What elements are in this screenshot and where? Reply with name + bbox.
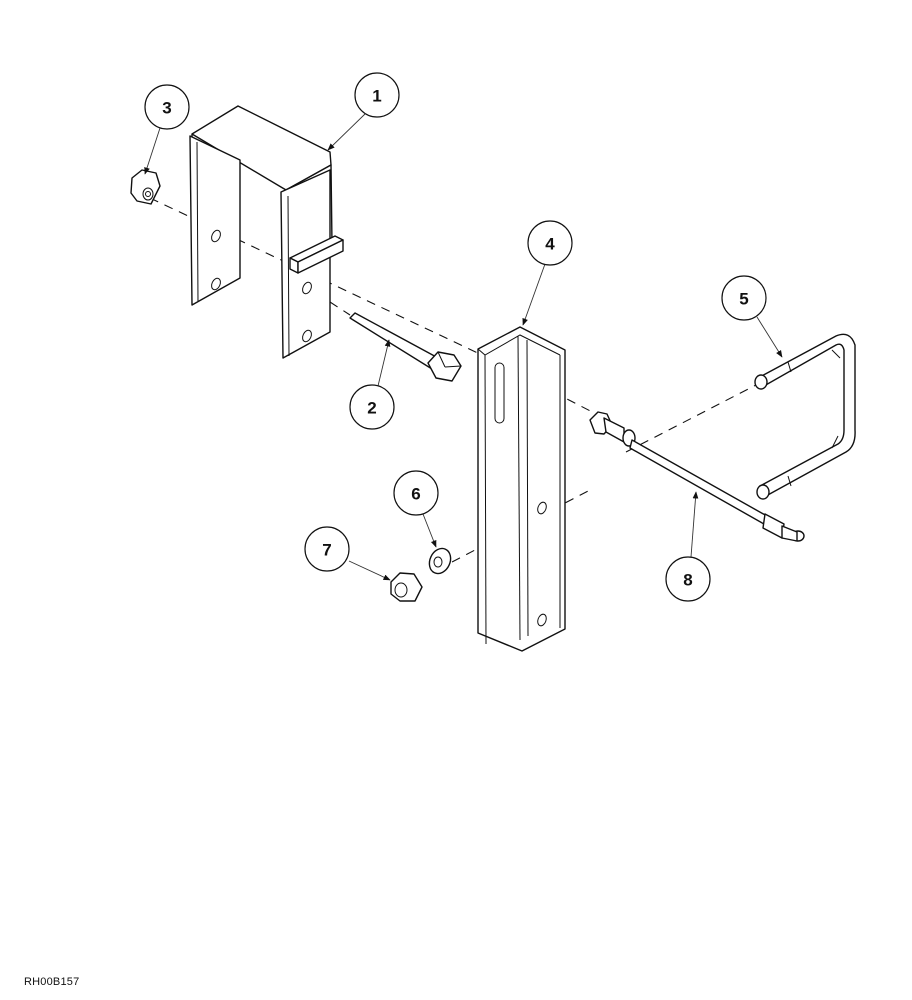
svg-text:2: 2 bbox=[367, 399, 376, 418]
callout-7: 7 bbox=[304, 526, 350, 572]
svg-text:3: 3 bbox=[162, 99, 171, 118]
svg-text:5: 5 bbox=[739, 290, 748, 309]
part-7-hex-nut bbox=[390, 572, 423, 602]
svg-text:7: 7 bbox=[322, 541, 331, 560]
svg-text:8: 8 bbox=[683, 571, 692, 590]
svg-text:1: 1 bbox=[372, 87, 381, 106]
part-3-hex-nut bbox=[130, 169, 161, 205]
callout-2: 2 bbox=[349, 384, 395, 430]
callout-6: 6 bbox=[393, 470, 439, 516]
figure-id-label: RH00B157 bbox=[24, 976, 80, 988]
part-5-tube-guard bbox=[754, 333, 856, 500]
leader-lines bbox=[144, 113, 783, 581]
svg-text:4: 4 bbox=[545, 235, 555, 254]
callout-8: 8 bbox=[665, 556, 711, 602]
part-1-u-bracket bbox=[189, 105, 344, 359]
part-4-angle-bracket bbox=[477, 326, 566, 652]
callout-3: 3 bbox=[144, 84, 190, 130]
svg-text:6: 6 bbox=[411, 485, 420, 504]
callout-1: 1 bbox=[354, 72, 400, 118]
callout-4: 4 bbox=[527, 220, 573, 266]
callout-5: 5 bbox=[721, 275, 767, 321]
part-2-hex-bolt bbox=[349, 312, 462, 382]
part-6-washer bbox=[428, 547, 452, 575]
part-8-sensor-probe bbox=[589, 411, 805, 542]
